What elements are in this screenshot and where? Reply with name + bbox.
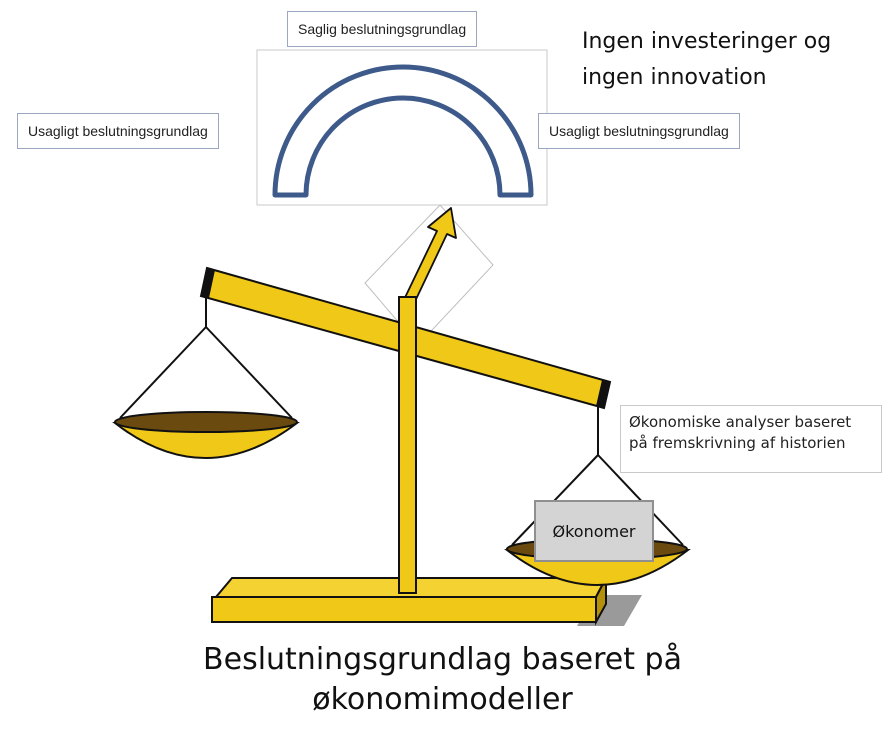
- caption-line-2: økonomimodeller: [312, 682, 573, 717]
- left-string-a: [119, 326, 207, 419]
- gauge-arc: [272, 64, 534, 198]
- note-line-1: Ingen investeringer og: [582, 29, 832, 54]
- caption: Beslutningsgrundlag baseret på økonomimo…: [0, 640, 885, 720]
- base-front: [211, 596, 597, 623]
- left-pan-group: [112, 296, 300, 459]
- weight-economists: Økonomer: [534, 500, 654, 562]
- left-pan-bowl: [112, 422, 300, 459]
- analysis-line-1: Økonomiske analyser baseret: [629, 413, 852, 431]
- post: [398, 296, 417, 594]
- note-line-2: ingen innovation: [582, 65, 767, 90]
- label-usagligt-left: Usagligt beslutningsgrundlag: [17, 113, 219, 149]
- analysis-line-2: på fremskrivning af historien: [629, 434, 846, 452]
- beam-right-cap: [596, 380, 610, 408]
- label-usagligt-right: Usagligt beslutningsgrundlag: [538, 113, 740, 149]
- analysis-note: Økonomiske analyser baseret på fremskriv…: [620, 405, 882, 473]
- left-string-b: [205, 326, 293, 419]
- note-no-investment: Ingen investeringer og ingen innovation: [582, 24, 831, 96]
- beam-left-cap: [201, 268, 215, 298]
- left-pan-rim: [114, 411, 298, 433]
- caption-line-1: Beslutningsgrundlag baseret på: [203, 642, 682, 677]
- label-saglig: Saglig beslutningsgrundlag: [287, 11, 478, 47]
